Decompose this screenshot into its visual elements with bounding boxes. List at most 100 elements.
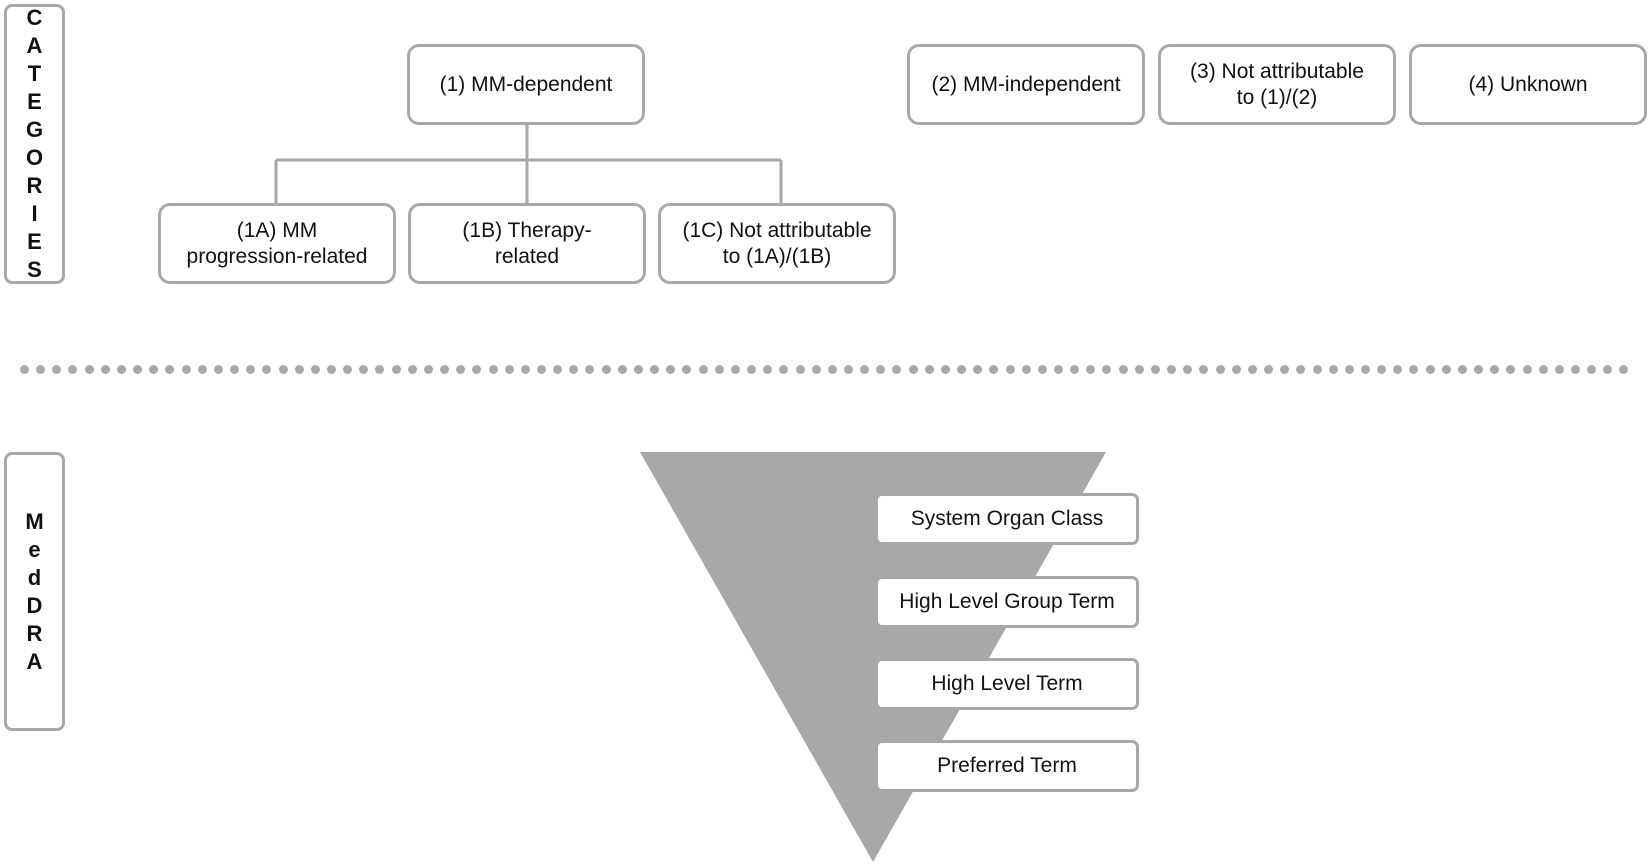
separator-dot (1425, 364, 1435, 374)
categories-letter: S (27, 257, 42, 282)
separator-dot (957, 364, 967, 374)
separator-dot (1538, 364, 1548, 374)
separator-dot (1037, 364, 1047, 374)
separator-dot (84, 364, 94, 374)
separator-dot (601, 364, 611, 374)
separator-dot (827, 364, 837, 374)
meddra-level-system-organ-class: System Organ Class (875, 493, 1139, 545)
separator-dot (181, 364, 191, 374)
separator-dot (1118, 364, 1128, 374)
separator-dot (666, 364, 676, 374)
categories-letter: C (26, 5, 43, 30)
separator-dot (1264, 364, 1274, 374)
separator-dot (36, 364, 46, 374)
separator-dot (1086, 364, 1096, 374)
meddra-level-preferred-term: Preferred Term (875, 740, 1139, 792)
separator-dot (1134, 364, 1144, 374)
separator-dot (698, 364, 708, 374)
meddra-letter: M (25, 508, 44, 534)
subcategory-progression-related: (1A) MM progression-related (158, 203, 396, 284)
separator-dot (1393, 364, 1403, 374)
separator-dot (1312, 364, 1322, 374)
separator-dot (585, 364, 595, 374)
separator-dot (537, 364, 546, 374)
category-mm-independent: (2) MM-independent (907, 44, 1145, 125)
separator-dot (973, 364, 983, 374)
separator-dot (52, 364, 62, 374)
categories-vertical-label: C A T E G O R I E S (4, 4, 65, 284)
separator-dot (730, 364, 740, 374)
separator-dot (100, 364, 110, 374)
category-mm-dependent: (1) MM-dependent (407, 44, 645, 125)
separator-dot (1247, 364, 1257, 374)
separator-dot (504, 364, 514, 374)
separator-dot (940, 364, 950, 374)
category-not-attributable-1-2: (3) Not attributable to (1)/(2) (1158, 44, 1396, 125)
categories-letter: T (27, 61, 42, 86)
separator-dot (1070, 364, 1080, 374)
categories-letter: A (26, 33, 43, 58)
meddra-letter: R (26, 620, 43, 646)
separator-dot (20, 364, 29, 374)
separator-dot (1441, 364, 1451, 374)
separator-dot (617, 364, 627, 374)
meddra-letter: A (26, 648, 43, 674)
separator-dot (1587, 364, 1597, 374)
separator-dot (1409, 364, 1419, 374)
separator-dot (569, 364, 579, 374)
separator-dot (1571, 364, 1580, 374)
separator-dot (440, 364, 450, 374)
separator-dot (989, 364, 999, 374)
separator-dot (407, 364, 417, 374)
separator-dot (423, 364, 433, 374)
separator-dot (1102, 364, 1112, 374)
separator-dot (197, 364, 207, 374)
separator-dot (165, 364, 175, 374)
separator-dot (359, 364, 369, 374)
separator-dot (908, 364, 918, 374)
separator-dot (1231, 364, 1241, 374)
separator-dot (294, 364, 304, 374)
separator-dot (682, 364, 692, 374)
separator-dot (811, 364, 821, 374)
category-tree-connectors (274, 124, 783, 204)
subcategory-therapy-related: (1B) Therapy- related (408, 203, 646, 284)
separator-dot (795, 364, 805, 374)
separator-dot (1296, 364, 1306, 374)
categories-letter: R (26, 173, 43, 198)
meddra-level-high-level-term: High Level Term (875, 658, 1139, 710)
separator-dot (1603, 364, 1613, 374)
separator-dot (892, 364, 902, 374)
separator-dot (1474, 364, 1484, 374)
dotted-separator (20, 364, 1630, 374)
separator-dot (747, 364, 757, 374)
separator-dot (1280, 364, 1290, 374)
separator-dot (213, 364, 223, 374)
separator-dot (633, 364, 643, 374)
separator-dot (1150, 364, 1160, 374)
separator-dot (650, 364, 660, 374)
separator-dot (262, 364, 272, 374)
separator-dot (1377, 364, 1387, 374)
separator-dot (1344, 364, 1354, 374)
separator-dot (553, 364, 563, 374)
separator-dot (1167, 364, 1177, 374)
separator-dot (1183, 364, 1193, 374)
separator-dot (1199, 364, 1209, 374)
separator-dot (520, 364, 530, 374)
separator-dot (1360, 364, 1370, 374)
separator-dot (68, 364, 78, 374)
separator-dot (278, 364, 288, 374)
separator-dot (1490, 364, 1500, 374)
meddra-letter: d (27, 564, 42, 590)
separator-dot (343, 364, 353, 374)
subcategory-not-attributable-1a-1b: (1C) Not attributable to (1A)/(1B) (658, 203, 896, 284)
separator-dot (1554, 364, 1564, 374)
separator-dot (1328, 364, 1338, 374)
separator-dot (1522, 364, 1532, 374)
separator-dot (375, 364, 385, 374)
categories-letter: E (27, 89, 42, 114)
separator-dot (763, 364, 773, 374)
separator-dot (310, 364, 320, 374)
